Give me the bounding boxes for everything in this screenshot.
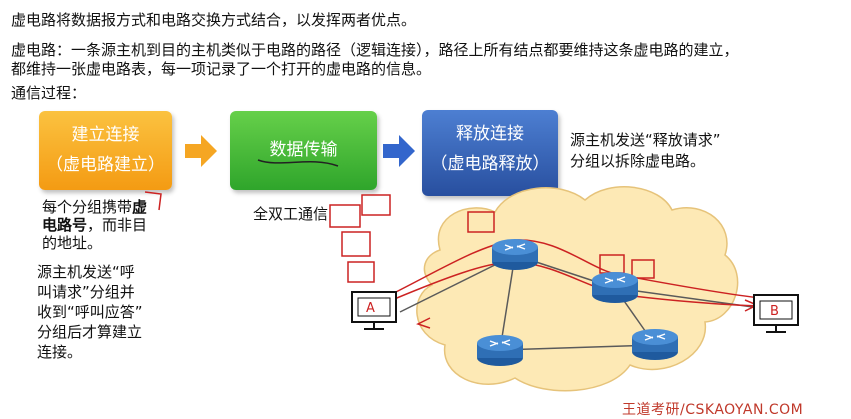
setup-note-text: 的地址。 xyxy=(42,234,103,252)
host-b-computer-icon: B xyxy=(753,294,799,333)
definition-line-2: 都维持一张虚电路表，每一项记录了一个打开的虚电路的信息。 xyxy=(11,60,432,78)
network-cloud xyxy=(416,186,739,392)
watermark: 王道考研/CSKAOYAN.COM xyxy=(622,402,804,418)
step-release-connection: 释放连接 （虚电路释放） xyxy=(422,110,558,196)
router-icon xyxy=(492,239,538,270)
release-note: 源主机发送“释放请求” 分组以拆除虚电路。 xyxy=(570,130,721,172)
setup-note-text: ，而非目 xyxy=(87,216,148,234)
step-3-subtitle: （虚电路释放） xyxy=(430,154,550,174)
call-note-line: 收到“呼叫应答” xyxy=(37,303,143,321)
router-icon xyxy=(592,272,638,303)
step-3-title: 释放连接 xyxy=(456,124,524,144)
call-note-line: 叫请求”分组并 xyxy=(37,283,135,301)
router-icon xyxy=(477,335,523,366)
setup-note-bold: 电路号 xyxy=(42,216,88,234)
setup-note-bold: 虚 xyxy=(132,198,148,216)
release-note-line-2: 分组以拆除虚电路。 xyxy=(570,152,706,170)
step-1-title: 建立连接 xyxy=(71,125,140,145)
step-1-subtitle: （虚电路建立） xyxy=(46,155,165,175)
right-arrow-icon xyxy=(185,135,217,167)
call-note: 源主机发送“呼 叫请求”分组并 收到“呼叫应答” 分组后才算建立 连接。 xyxy=(37,262,167,362)
step-2-title: 数据传输 xyxy=(269,140,338,160)
underline-mark xyxy=(257,159,339,167)
right-arrow-icon xyxy=(383,135,415,167)
intro-text: 虚电路将数据报方式和电路交换方式结合，以发挥两者优点。 xyxy=(11,11,417,29)
process-label: 通信过程： xyxy=(11,84,87,102)
duplex-note: 全双工通信 xyxy=(253,205,329,223)
call-note-line: 源主机发送“呼 xyxy=(37,263,135,281)
call-note-line: 分组后才算建立 xyxy=(37,323,143,341)
step-establish-connection: 建立连接 （虚电路建立） xyxy=(39,111,172,190)
step-data-transfer: 数据传输 xyxy=(230,111,377,190)
host-b-label: B xyxy=(770,304,779,319)
router-icon xyxy=(632,329,678,360)
setup-note: 每个分组携带虚 电路号，而非目 的地址。 xyxy=(42,198,167,252)
definition-line-1: 虚电路：一条源主机到目的主机类似于电路的路径（逻辑连接），路径上所有结点都要维持… xyxy=(11,41,739,59)
release-note-line-1: 源主机发送“释放请求” xyxy=(570,131,721,149)
host-a-label: A xyxy=(366,301,375,316)
call-note-line: 连接。 xyxy=(37,343,83,361)
setup-note-text: 每个分组携带 xyxy=(42,198,133,216)
host-a-computer-icon: A xyxy=(351,291,397,330)
